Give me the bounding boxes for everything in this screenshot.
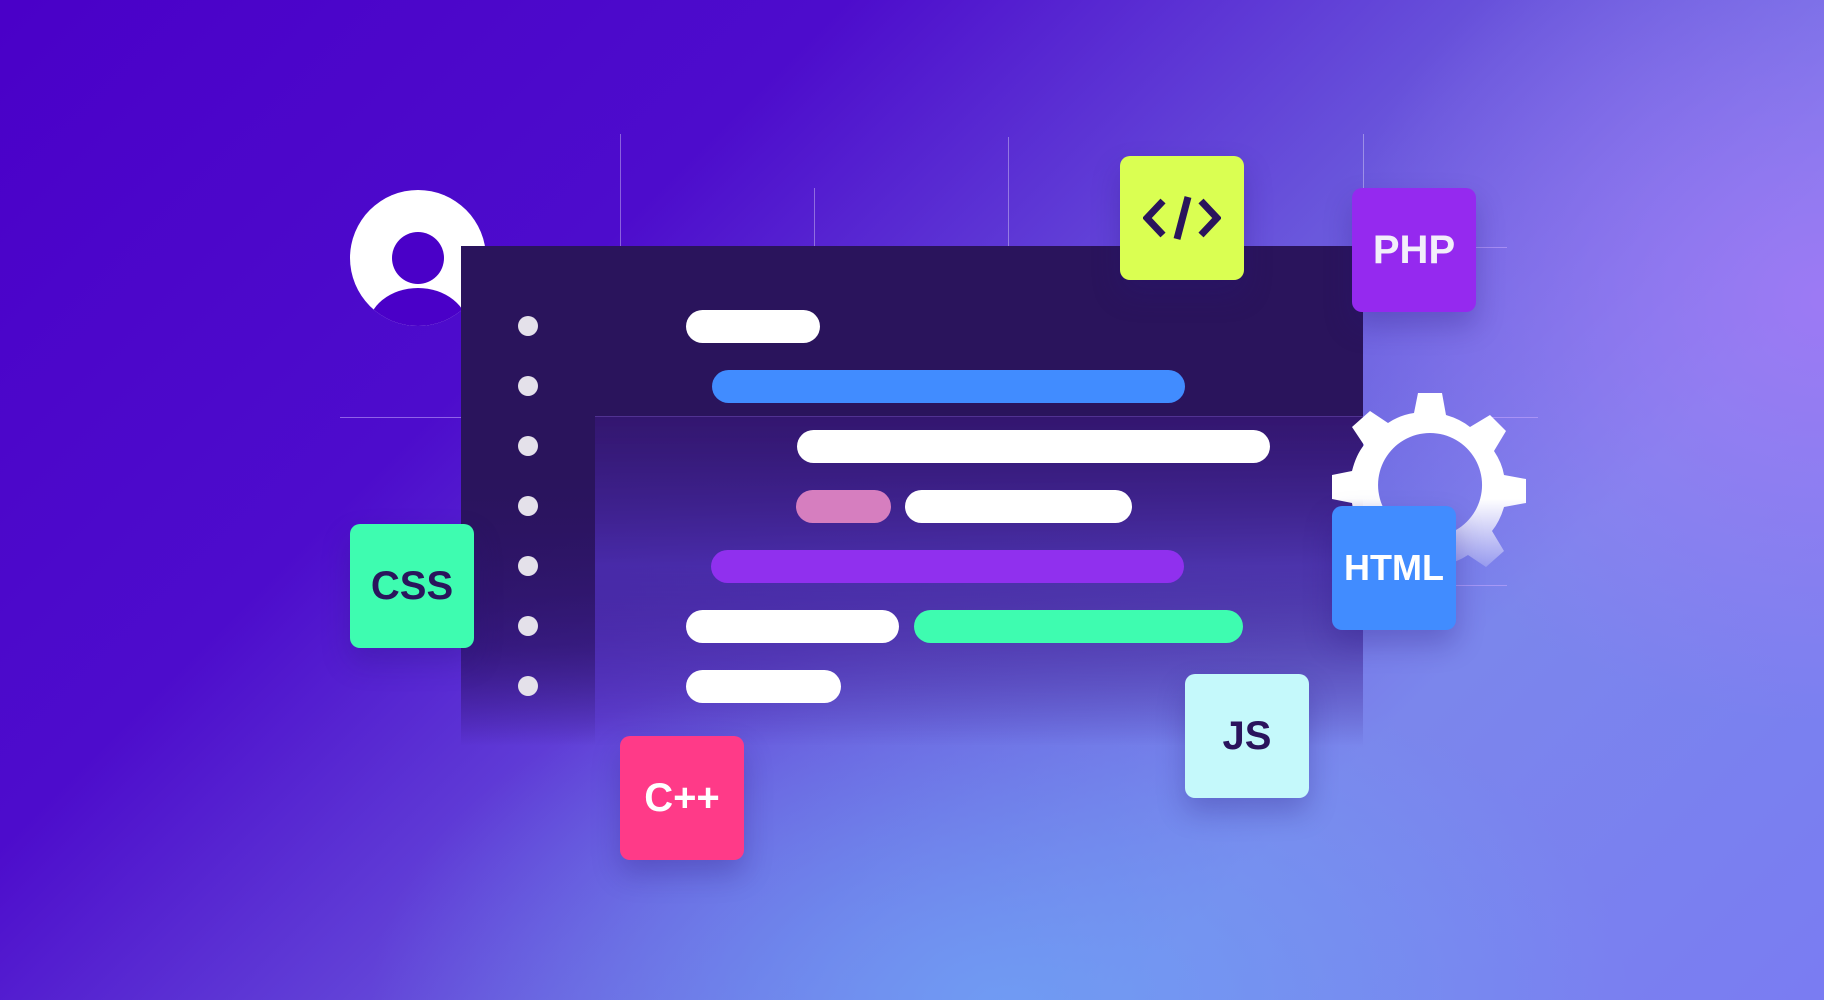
grid-line [1475,247,1507,248]
avatar-head [392,232,444,284]
js-label: JS [1222,713,1272,758]
code-brackets-icon [1143,196,1221,240]
grid-line [814,188,815,246]
grid-line [1455,585,1507,586]
grid-line [340,417,461,418]
grid-line [620,134,621,246]
avatar-body [368,288,468,326]
js-tile: JS [1185,674,1309,798]
cpp-tile: C++ [620,736,744,860]
code-line-1 [686,310,820,343]
line-marker [518,556,538,576]
line-marker [518,316,538,336]
code-line-6-token [914,610,1243,643]
code-line-3 [797,430,1270,463]
line-marker [518,616,538,636]
line-marker [518,376,538,396]
code-line-7 [686,670,841,703]
line-marker [518,676,538,696]
code-line-4-token [796,490,891,523]
code-tag-tile [1120,156,1244,280]
html-label: HTML [1344,547,1444,588]
code-line-4 [905,490,1132,523]
grid-line [1008,137,1009,246]
css-label: CSS [370,563,454,608]
line-marker [518,496,538,516]
html-tile: HTML [1332,506,1456,630]
code-line-2 [712,370,1185,403]
cpp-label: C++ [644,775,720,820]
line-marker [518,436,538,456]
grid-line [1363,134,1364,194]
css-tile: CSS [350,524,474,648]
php-label: PHP [1372,227,1456,272]
code-line-5 [711,550,1184,583]
code-line-6 [686,610,899,643]
php-tile: PHP [1352,188,1476,312]
grid-line [1490,417,1538,418]
